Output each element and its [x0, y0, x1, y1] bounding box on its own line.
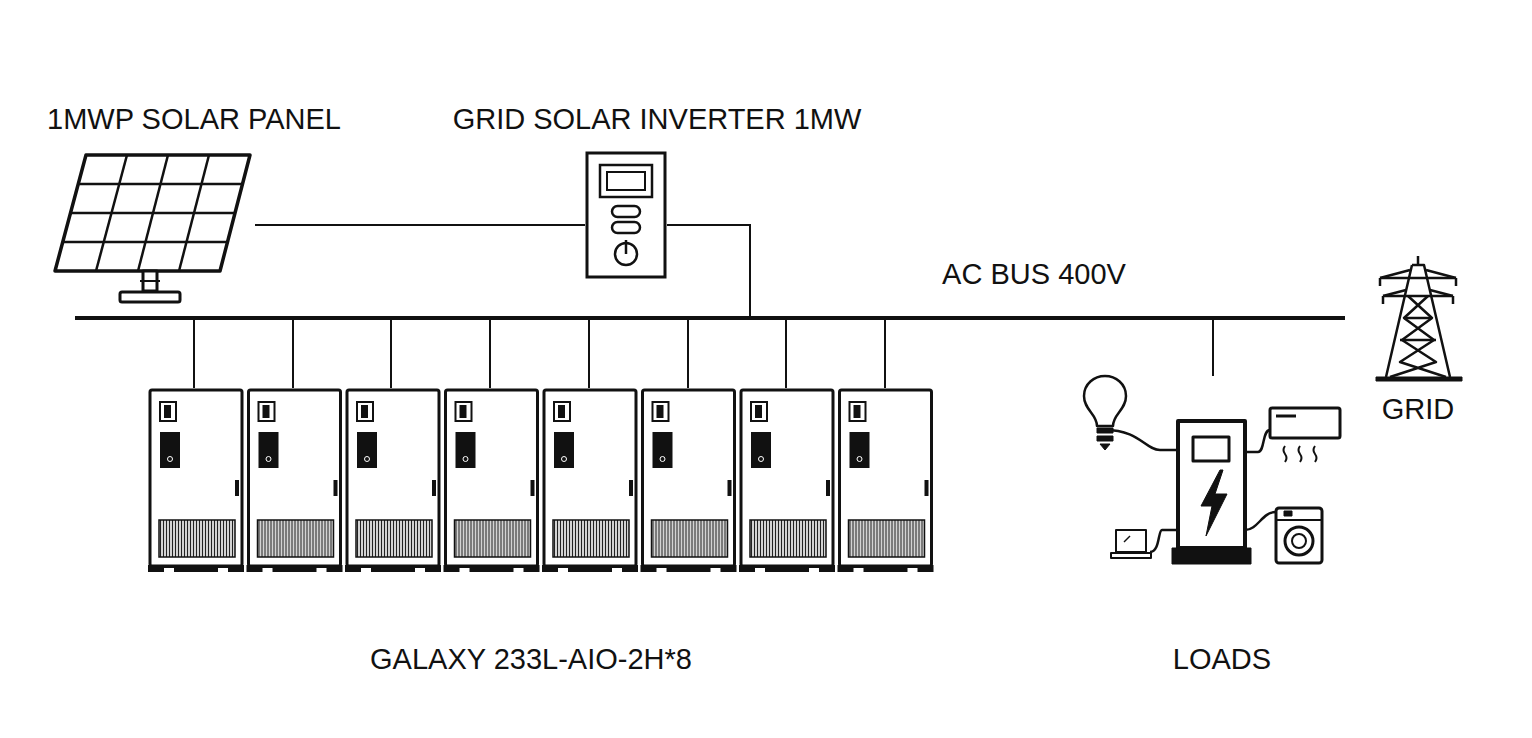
- battery-group: GALAXY 233L-AIO-2H*8: [148, 388, 934, 574]
- grid-tower: GRID: [1375, 255, 1465, 382]
- solar-panel-drawing: [55, 155, 250, 302]
- node-label: AC BUS 400V: [942, 257, 1126, 292]
- ac-bus: AC BUS 400V: [75, 316, 1345, 320]
- wire: [667, 225, 750, 316]
- node-label: LOADS: [1173, 642, 1271, 677]
- wire: [1212, 320, 1214, 376]
- cabinet-wire: [194, 320, 885, 388]
- loads-drawing: [1084, 376, 1340, 564]
- node-label: GRID SOLAR INVERTER 1MW: [453, 102, 862, 137]
- node-label: 1MWP SOLAR PANEL: [47, 102, 341, 137]
- grid-tower-drawing: [1376, 256, 1462, 381]
- wire: [255, 224, 585, 226]
- battery-cabinets: [148, 390, 934, 572]
- node-label: GRID: [1382, 392, 1455, 427]
- inverter: GRID SOLAR INVERTER 1MW: [585, 151, 667, 279]
- wire: [588, 320, 590, 388]
- inverter-drawing: [587, 153, 665, 277]
- node-label: GALAXY 233L-AIO-2H*8: [370, 642, 692, 677]
- loads: LOADS: [1080, 376, 1345, 568]
- solar-panel: 1MWP SOLAR PANEL: [55, 150, 255, 305]
